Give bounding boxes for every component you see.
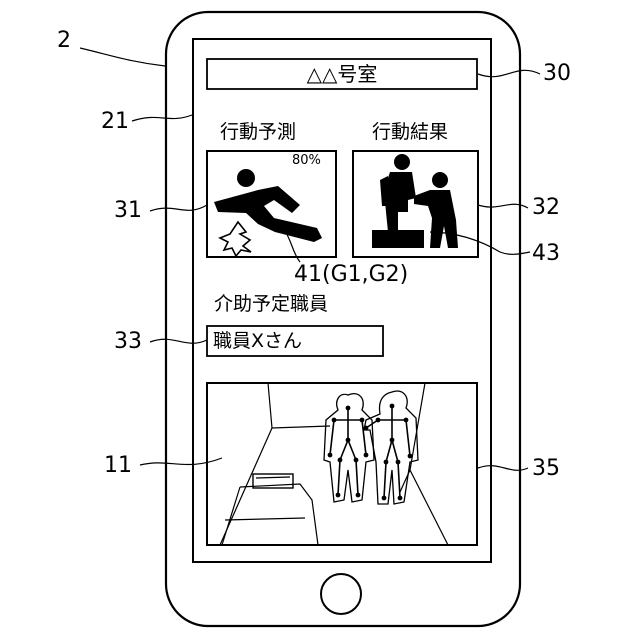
ref-label-33: 33	[114, 331, 142, 353]
room-title: △△号室	[207, 59, 477, 89]
prediction-percent: 80%	[292, 154, 321, 167]
leader-lines	[80, 48, 540, 470]
ref-label-21: 21	[101, 111, 129, 133]
skeleton-figures	[324, 391, 418, 504]
ref-label-32: 32	[532, 197, 560, 219]
prediction-heading: 行動予測	[220, 123, 296, 142]
ref-label-30: 30	[543, 63, 571, 85]
leader-33	[150, 339, 207, 343]
ref-label-11: 11	[104, 455, 132, 477]
home-button[interactable]	[321, 574, 361, 614]
camera-scene	[220, 383, 448, 545]
smartphone-body	[166, 12, 520, 626]
ref-label-2: 2	[57, 30, 71, 52]
staff-name: 職員Xさん	[207, 326, 383, 356]
result-heading: 行動結果	[372, 123, 448, 142]
leader-2	[80, 48, 165, 66]
ref-label-31: 31	[114, 200, 142, 222]
leader-31	[150, 205, 207, 211]
ref-label-35: 35	[532, 458, 560, 480]
staff-heading: 介助予定職員	[214, 295, 328, 314]
video-frame	[207, 383, 477, 545]
leader-11	[140, 458, 222, 465]
assisted-standing-icon	[372, 154, 458, 248]
ref-label-43: 43	[532, 243, 560, 265]
leader-21	[132, 115, 192, 121]
leader-43	[430, 232, 530, 254]
leader-30	[478, 70, 540, 76]
falling-person-icon	[214, 169, 322, 256]
ref-label-41: 41(G1,G2)	[294, 264, 408, 286]
